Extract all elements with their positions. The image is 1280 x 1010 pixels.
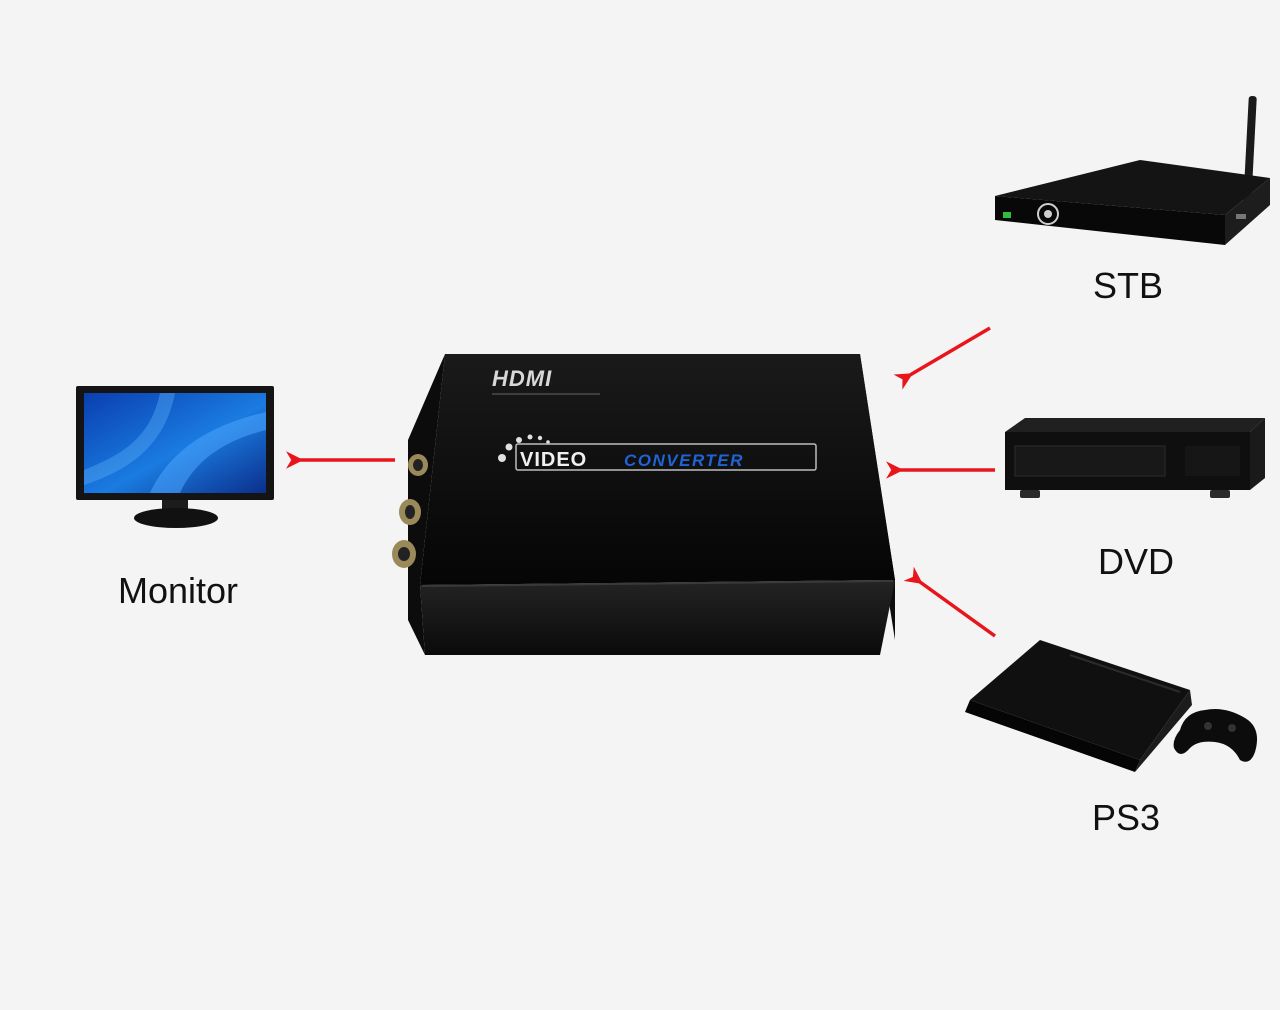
video-converter-device: HDMI VIDEO CONVERTER xyxy=(392,354,895,655)
stb-label: STB xyxy=(1093,265,1164,306)
converter-title-left: VIDEO xyxy=(520,449,587,471)
converter-brand-logo: HDMI xyxy=(492,366,552,391)
monitor-icon xyxy=(76,386,274,528)
arrow-from-ps3 xyxy=(903,566,997,638)
signal-arrows xyxy=(286,326,997,638)
rca-jack-icon xyxy=(392,540,416,568)
ps3-console-icon xyxy=(965,640,1192,772)
rca-jack-icon xyxy=(399,499,421,525)
stb-device-icon xyxy=(995,96,1270,245)
ps3-label: PS3 xyxy=(1092,797,1161,838)
dvd-label: DVD xyxy=(1098,541,1175,582)
rca-jack-icon xyxy=(408,454,428,476)
ps3-controller-icon xyxy=(1173,709,1258,762)
monitor-label: Monitor xyxy=(118,570,239,611)
dvd-player-icon xyxy=(1005,418,1265,498)
converter-title-right: CONVERTER xyxy=(624,451,744,470)
dots-logo-icon xyxy=(498,434,550,462)
arrow-from-stb xyxy=(893,326,991,390)
